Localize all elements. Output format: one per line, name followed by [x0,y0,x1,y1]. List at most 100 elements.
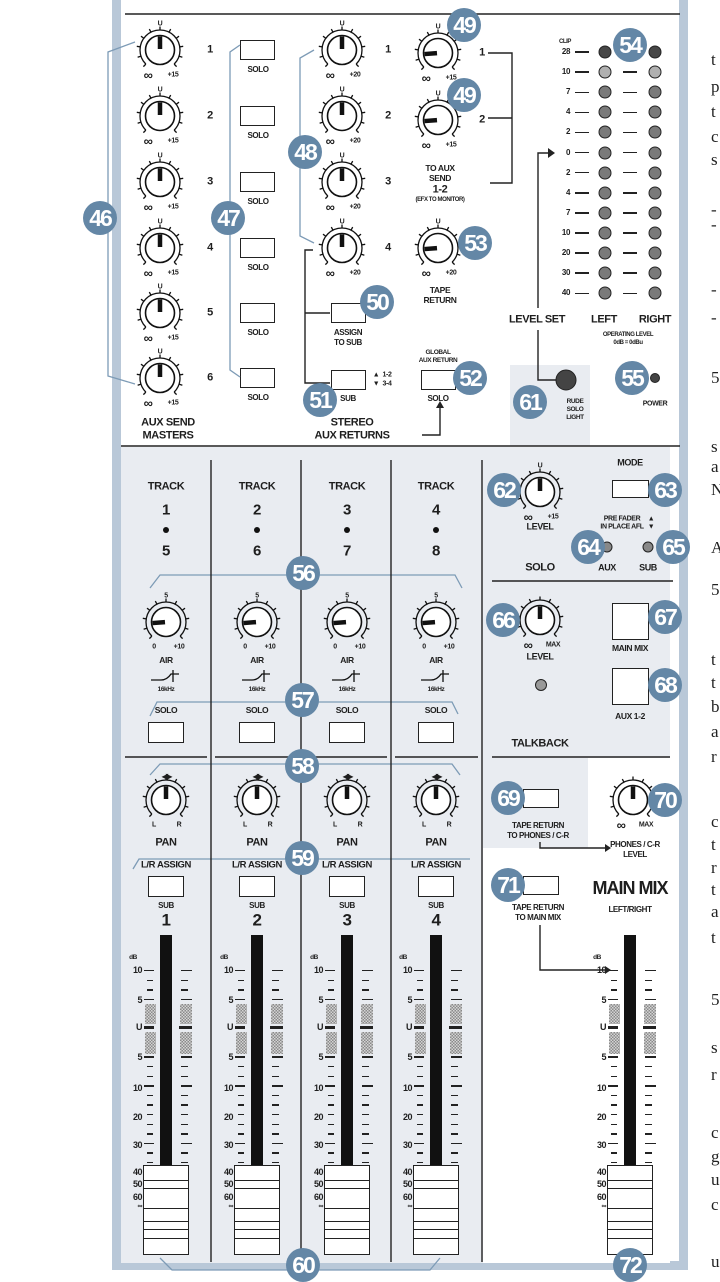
fader-cap-ridge [235,1188,279,1190]
channel-fader-3-track[interactable] [341,935,353,1170]
main-mix-fader-track[interactable] [624,935,636,1170]
aux-send-solo-button-1[interactable] [240,40,275,60]
tape-return-label: TAPE [429,284,451,295]
air-knob-2[interactable] [229,594,285,650]
aux-send-solo-button-5[interactable] [240,303,275,323]
main-mix-fader-cap[interactable] [607,1165,653,1255]
channel-fader-4-tick [451,1085,462,1087]
channel-fader-2-cap[interactable] [234,1165,280,1255]
aux-send-solo-button-3[interactable] [240,172,275,192]
fader-cap-ridge [235,1229,279,1231]
channel-fader-2-track[interactable] [251,935,263,1170]
channel-fader-1-track[interactable] [160,935,172,1170]
channel-fader-1-db-label: dB [129,953,137,961]
fader-cap-ridge [608,1180,652,1182]
tape-return-to-phones-button[interactable] [523,789,559,808]
channel-solo-button-1[interactable] [148,722,184,743]
global-aux-return-solo-button[interactable] [421,370,456,390]
aux-send-master-knob-6[interactable] [132,350,188,406]
main-mix-fader-tick [645,1123,652,1125]
talkback-level-knob[interactable] [512,592,568,648]
talkback-main-mix-button[interactable] [612,603,649,640]
to-aux-send-label: TO AUX [425,162,455,173]
sub-select-label: SUB [340,394,356,403]
aux-send-master-knob-2[interactable] [132,88,188,144]
meter-dash [623,292,637,294]
channel-solo-button-3[interactable] [329,722,365,743]
air-knob-1-max-label: +10 [173,643,185,651]
stereo-aux-return-knob-3[interactable] [314,154,370,210]
channel-fader-4-tick [451,1056,462,1058]
main-mix-fader-scale-label: 10 [596,965,607,975]
channel-fader-1-cap[interactable] [143,1165,189,1255]
stereo-aux-return-knob-1[interactable] [314,22,370,78]
air-label: AIR [250,654,264,665]
main-mix-fader-scale-label: 30 [596,1140,607,1150]
aux-send-master-knob-5-top-label: U [157,283,163,291]
stereo-aux-return-knob-2[interactable] [314,88,370,144]
meter-led-right [648,105,662,119]
main-mix-fader-unity-mark [643,1026,656,1029]
main-mix-fader-scale-label: ∞ [601,1203,607,1210]
lr-assign-button-3[interactable] [329,876,365,897]
solo-level-knob-top-label: U [537,462,543,470]
tape-return-to-main-button[interactable] [523,876,559,895]
channel-fader-2-tick [238,1066,244,1068]
channel-solo-button-4[interactable] [418,722,454,743]
air-knob-3[interactable] [319,594,375,650]
solo-level-knob[interactable] [512,464,568,520]
meter-led-right [648,226,662,240]
lr-assign-button-4[interactable] [418,876,454,897]
channel-fader-2-tick [235,1056,245,1058]
pan-knob-1-max-label: R [176,821,182,829]
track-number-a: 1 [162,501,170,519]
meter-level-label: 4 [565,107,570,117]
aux-send-master-knob-6-max-label: +15 [167,399,179,407]
channel-fader-1-scale-label: 60 [132,1192,143,1202]
aux-send-master-knob-3[interactable] [132,154,188,210]
channel-solo-button-2[interactable] [239,722,275,743]
to-aux-send-knob-1[interactable] [410,25,466,81]
aux-send-master-knob-5[interactable] [132,285,188,341]
sub-label: SUB [158,901,174,910]
channel-fader-4-tick [451,1094,458,1097]
channel-fader-3-unity-zone [326,1032,337,1054]
callout-70: 70 [648,783,682,817]
aux-send-solo-button-6[interactable] [240,368,275,388]
channel-fader-1-unity-zone [180,1004,192,1024]
channel-fader-3-cap[interactable] [324,1165,370,1255]
stereo-aux-return-knob-3-max-label: +20 [349,203,361,211]
meter-level-label: 10 [561,227,571,237]
channel-fader-1-tick [181,1162,188,1164]
to-aux-send-knob-2[interactable] [410,92,466,148]
aux-send-master-number: 4 [207,241,213,254]
stereo-aux-return-knob-4[interactable] [314,220,370,276]
channel-fader-4-cap[interactable] [413,1165,459,1255]
global-aux-return-label: GLOBAL [425,348,451,356]
meter-level-label: 28 [561,47,571,56]
stereo-aux-return-knob-1-max-label: +20 [349,71,361,79]
aux-send-master-knob-1[interactable] [132,22,188,78]
channel-fader-4-track[interactable] [430,935,442,1170]
aux-send-master-knob-2-max-label: +15 [167,137,179,145]
air-knob-1[interactable] [138,594,194,650]
channel-fader-4-tick [417,1123,423,1125]
channel-fader-3-scale-label: U [317,1022,324,1032]
to-aux-send-knob-1-top-label: U [435,23,441,31]
air-knob-4[interactable] [408,594,464,650]
lr-assign-button-1[interactable] [148,876,184,897]
talkback-aux-button[interactable] [612,668,649,705]
aux-send-solo-button-4[interactable] [240,238,275,258]
solo-mode-button[interactable] [612,480,649,498]
channel-fader-4-unity-zone [415,1004,426,1024]
meter-level-label: 30 [561,268,571,278]
aux-send-master-knob-4[interactable] [132,220,188,276]
to-aux-send-knob-1-max-label: +15 [445,74,457,82]
lr-assign-button-2[interactable] [239,876,275,897]
sub-select-button[interactable] [331,370,366,390]
pan-knob-1[interactable] [138,772,194,828]
aux-send-solo-button-2[interactable] [240,106,275,126]
cropped-body-text: u [711,1170,720,1189]
callout-49: 49 [447,78,481,112]
tape-return-knob[interactable] [410,220,466,276]
